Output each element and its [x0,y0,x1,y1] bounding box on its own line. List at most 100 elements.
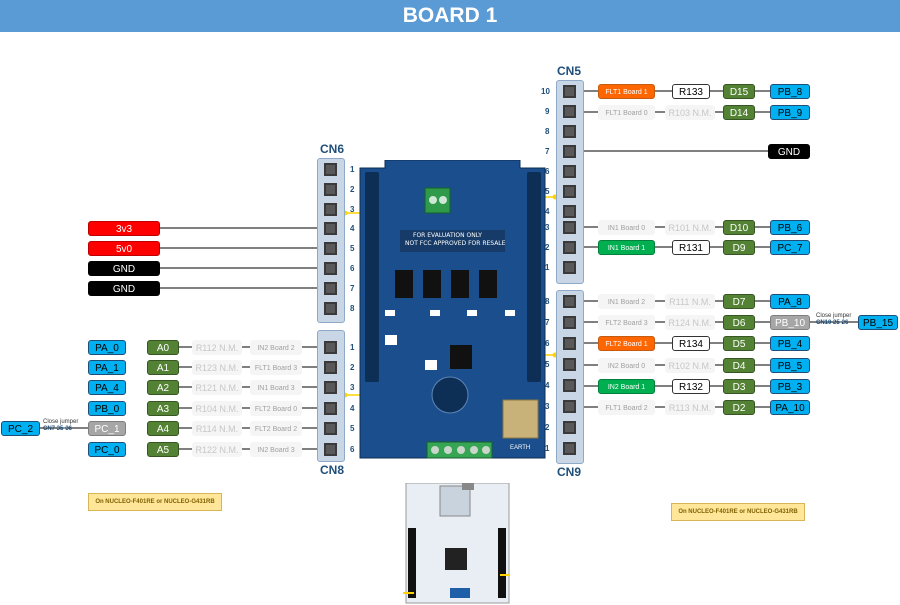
jumper-note-line2: CN7 35-36 [43,426,73,432]
signal-label: IN1 Board 2 [598,294,655,309]
arduino-pin-label: D15 [723,84,755,99]
resistor-label: R122 N.M. [192,442,242,457]
cn8-pin-5: 5 [350,424,355,433]
signal-label: FLT1 Board 1 [598,84,655,99]
power-5v0-label: 5v0 [88,241,160,256]
cn8-pin-4: 4 [350,404,355,413]
arduino-pin-label: D10 [723,220,755,235]
jumper-pin-label: PC_2 [1,421,40,436]
jumper-pin-label: PB_15 [858,315,898,330]
cn9-pin-1: 1 [545,444,550,453]
arduino-pin-label: A1 [147,360,179,375]
cn5-pin-2: 2 [545,243,550,252]
arduino-pin-label: A5 [147,442,179,457]
stm-pin-label: PB_6 [770,220,810,235]
signal-label: FLT1 Board 3 [250,360,302,375]
signal-label: FLT2 Board 2 [250,421,302,436]
resistor-label: R133 [672,84,710,99]
nucleo-note-right: On NUCLEO-F401RE or NUCLEO-G431RB [671,503,805,521]
signal-label: IN2 Board 0 [598,358,655,373]
jumper-note: Close jumper CN7 35-36 [43,419,78,433]
resistor-label: R101 N.M. [665,220,715,235]
jumper-note-line2: CN10 25-26 [816,320,849,326]
board-eval-text-1: FOR EVALUATION ONLY [413,232,482,239]
cn5-pin-6: 6 [545,167,550,176]
signal-label: IN2 Board 1 [598,379,655,394]
cn5-pin-5: 5 [545,187,550,196]
board-earth-text: EARTH [510,445,531,451]
stm-pin-label: PB_4 [770,336,810,351]
cn6-pin-7: 7 [350,284,355,293]
signal-label: FLT2 Board 1 [598,336,655,351]
cn6-pin-2: 2 [350,185,355,194]
signal-label: IN2 Board 3 [250,442,302,457]
cn6-pin-4: 4 [350,224,355,233]
cn9-pin-7: 7 [545,318,550,327]
stm-pin-label: PB_9 [770,105,810,120]
cn5-label: CN5 [557,64,582,78]
signal-label: IN1 Board 1 [598,240,655,255]
cn5-pin-1: 1 [545,263,550,272]
cn8-pin-6: 6 [350,445,355,454]
cn6-pin-1: 1 [350,165,355,174]
stm-pin-label: PA_4 [88,380,126,395]
cn5-pin-3: 3 [545,223,550,232]
stm-pin-label: PA_0 [88,340,126,355]
expansion-board-image [359,160,546,459]
nucleo-note-left: On NUCLEO-F401RE or NUCLEO-G431RB [88,493,222,511]
cn5-pin-10: 10 [541,87,550,96]
stm-pin-label: PB_0 [88,401,126,416]
cn9-pin-3: 3 [545,402,550,411]
cn6-pin-5: 5 [350,244,355,253]
resistor-label: R111 N.M. [665,294,715,309]
arduino-pin-label: D7 [723,294,755,309]
resistor-label: R124 N.M. [665,315,715,330]
signal-label: FLT1 Board 0 [598,105,655,120]
cn9-label: CN9 [557,465,582,479]
resistor-label: R102 N.M. [665,358,715,373]
cn6-pin-6: 6 [350,264,355,273]
stm-pin-label: PC_7 [770,240,810,255]
resistor-label: R132 [672,379,710,394]
signal-label: FLT2 Board 3 [598,315,655,330]
arduino-pin-label: D3 [723,379,755,394]
resistor-label: R114 N.M. [192,421,242,436]
gnd-label: GND [768,144,810,159]
cn8-pin-3: 3 [350,383,355,392]
resistor-label: R104 N.M. [192,401,242,416]
cn9-pin-6: 6 [545,339,550,348]
cn9-pin-4: 4 [545,381,550,390]
signal-label: FLT2 Board 0 [250,401,302,416]
resistor-label: R113 N.M. [665,400,715,415]
arduino-pin-label: D2 [723,400,755,415]
power-3v3-label: 3v3 [88,221,160,236]
cn8-pin-1: 1 [350,343,355,352]
signal-label: IN1 Board 3 [250,380,302,395]
resistor-label: R131 [672,240,710,255]
resistor-label: R134 [672,336,710,351]
stm-pin-label: PB_10 [770,315,810,330]
stm-pin-label: PA_8 [770,294,810,309]
cn5-pin-9: 9 [545,107,550,116]
signal-label: IN2 Board 2 [250,340,302,355]
resistor-label: R112 N.M. [192,340,242,355]
arduino-pin-label: A2 [147,380,179,395]
stm-pin-label: PA_1 [88,360,126,375]
nucleo-board-image [400,483,515,605]
stm-pin-label: PB_3 [770,379,810,394]
cn9-pin-5: 5 [545,360,550,369]
stm-pin-label: PB_5 [770,358,810,373]
cn8-pin-2: 2 [350,363,355,372]
arduino-pin-label: D6 [723,315,755,330]
stm-pin-label: PA_10 [770,400,810,415]
page-title: BOARD 1 [0,0,900,32]
resistor-label: R121 N.M. [192,380,242,395]
arduino-pin-label: D14 [723,105,755,120]
jumper-note-line1: Close jumper [816,313,852,319]
signal-label: IN1 Board 0 [598,220,655,235]
cn6-pin-3: 3 [350,205,355,214]
cn9-pin-8: 8 [545,297,550,306]
cn5-pin-7: 7 [545,147,550,156]
arduino-pin-label: A0 [147,340,179,355]
cn6-label: CN6 [320,142,345,156]
